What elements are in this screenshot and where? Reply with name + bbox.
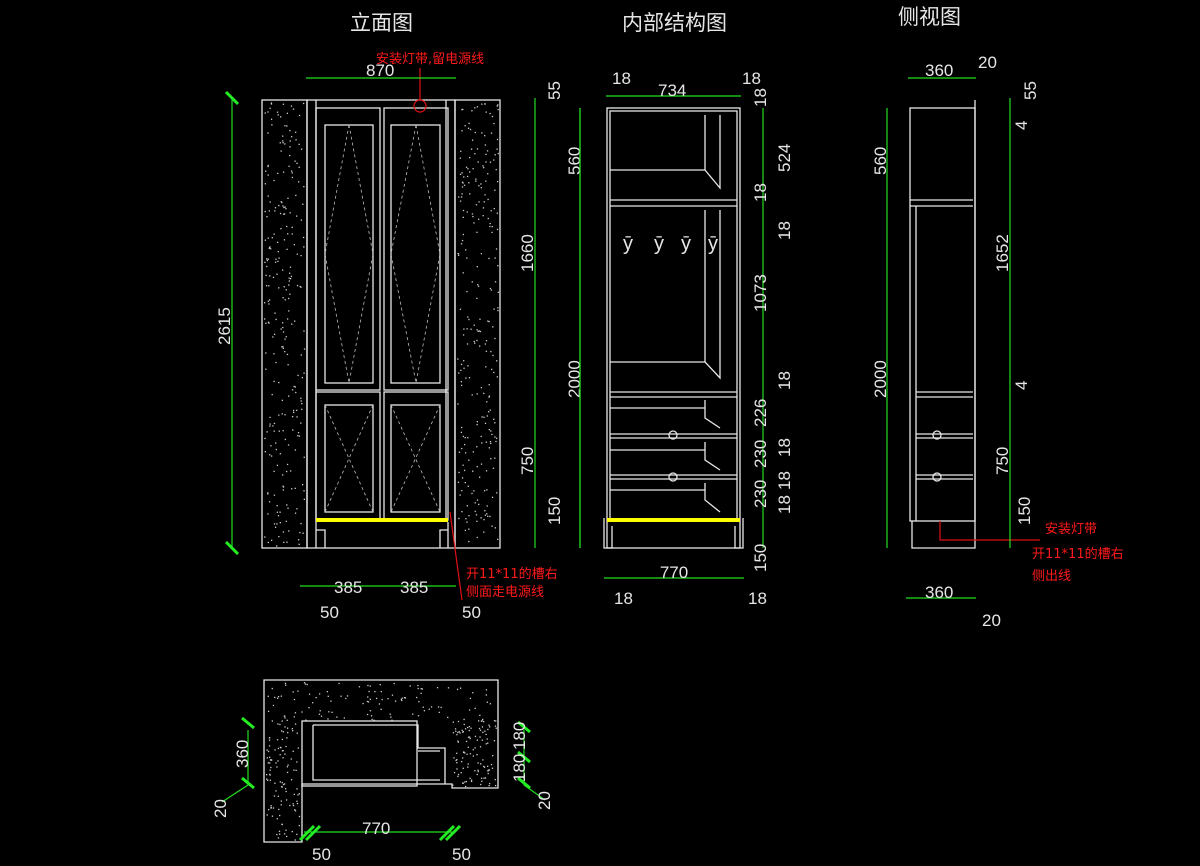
hook-icon: ȳ	[681, 233, 691, 255]
note-led-top: 安装灯带,留电源线	[376, 52, 484, 67]
dim: 50	[312, 845, 331, 864]
dim: 4	[1012, 381, 1031, 390]
dim: 18	[748, 589, 767, 608]
dim: 770	[660, 563, 688, 582]
dim-width: 870	[366, 61, 394, 80]
led-strip	[316, 518, 448, 522]
dim: 1073	[751, 274, 770, 312]
dim: 1660	[518, 234, 537, 272]
dim: 18	[775, 438, 794, 457]
hook-icon: ȳ	[654, 233, 664, 255]
dim: 360	[233, 740, 252, 768]
dim: 230	[751, 480, 770, 508]
dim: 18	[775, 495, 794, 514]
title-interior-structure: 内部结构图	[622, 11, 727, 35]
title-side-view: 侧视图	[898, 5, 961, 29]
hook-icon: ȳ	[708, 233, 718, 255]
dim-height: 2615	[215, 307, 234, 345]
dim: 2000	[871, 360, 890, 398]
led-strip	[607, 518, 740, 522]
dim: 20	[211, 799, 230, 818]
front-elevation: 安装灯带,留电源线 开11*11的槽右 侧面走电源线 870 2615 55 5…	[215, 52, 584, 622]
dim: 750	[993, 447, 1012, 475]
note-led: 安装灯带	[1045, 522, 1097, 537]
dim: 150	[1015, 497, 1034, 525]
dim: 560	[565, 147, 584, 175]
side-view: 安装灯带 开11*11的槽右 侧出线 360 20 560 2000 55 4 …	[871, 53, 1124, 630]
dim: 55	[545, 81, 564, 100]
dim: 1652	[993, 234, 1012, 272]
dim: 524	[775, 144, 794, 172]
dim: 20	[535, 791, 554, 810]
dim: 180	[510, 722, 529, 750]
dim: 18	[614, 589, 633, 608]
note-cable: 侧面走电源线	[466, 585, 544, 600]
title-front-elevation: 立面图	[350, 11, 413, 35]
interior-structure: ȳ ȳ ȳ ȳ 18 734 18 770 18 18 185241818107…	[579, 69, 794, 608]
dim: 230	[751, 440, 770, 468]
plan-view: 360 20 180 180 20 770 50 50	[211, 679, 554, 864]
dim: 750	[518, 447, 537, 475]
note-groove: 开11*11的槽右	[466, 566, 558, 582]
dim: 18	[751, 183, 770, 202]
dim: 50	[462, 603, 481, 622]
dim: 50	[452, 845, 471, 864]
dim: 18	[612, 69, 631, 88]
dim: 18	[742, 69, 761, 88]
dim: 18	[775, 371, 794, 390]
dim: 734	[658, 81, 686, 100]
dim: 4	[1012, 121, 1031, 130]
hook-icon: ȳ	[623, 233, 633, 255]
dim: 55	[1021, 81, 1040, 100]
dim: 770	[362, 819, 390, 838]
dim: 20	[982, 611, 1001, 630]
dim: 385	[334, 578, 362, 597]
dim: 18	[775, 471, 794, 490]
dim: 226	[751, 399, 770, 427]
dim: 385	[400, 578, 428, 597]
dim: 20	[978, 53, 997, 72]
note-groove: 开11*11的槽右	[1032, 546, 1124, 562]
dim: 2000	[565, 360, 584, 398]
dim: 18	[751, 88, 770, 107]
dim: 150	[545, 497, 564, 525]
dim: 180	[510, 754, 529, 782]
dim: 560	[871, 147, 890, 175]
dim: 18	[775, 221, 794, 240]
dim: 360	[925, 583, 953, 602]
note-cable: 侧出线	[1032, 569, 1071, 584]
dim: 150	[751, 544, 770, 572]
dim: 50	[320, 603, 339, 622]
dim: 360	[925, 61, 953, 80]
